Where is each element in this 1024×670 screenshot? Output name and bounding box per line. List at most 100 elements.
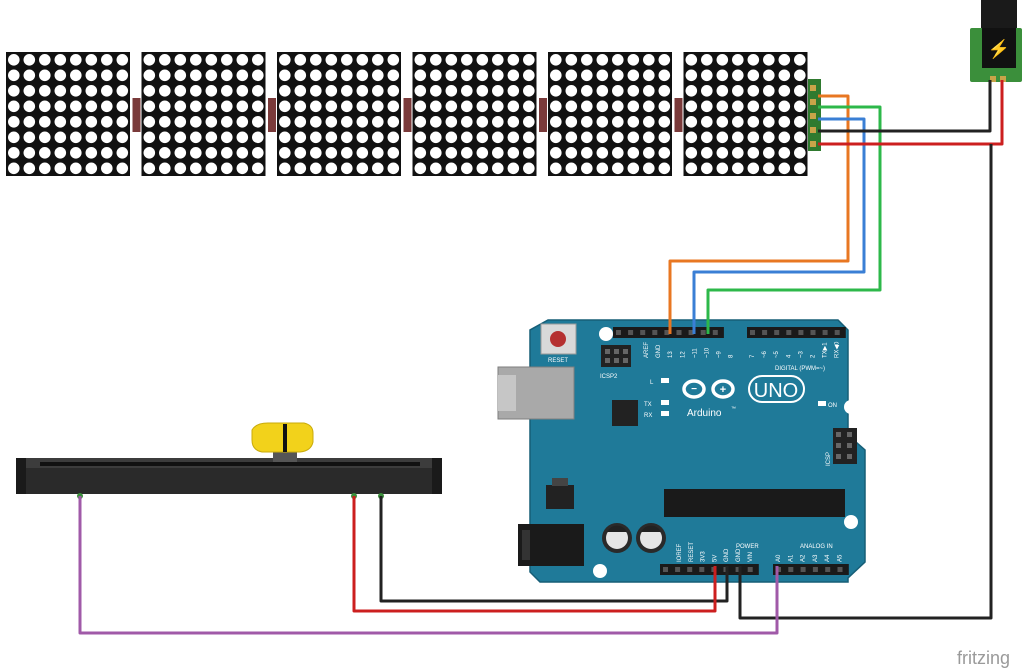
analog-label: ANALOG IN [800,544,833,550]
led-dot [387,116,400,128]
led-dot [8,100,20,113]
header-pin [834,330,840,335]
led-dot [550,147,562,159]
led-dot [716,69,729,82]
led-dot [596,147,609,159]
led-dot [523,162,535,175]
led-dot [143,162,156,175]
digital-pin-label: 2 [811,354,817,358]
led-dot [476,100,489,113]
led-dot [70,162,82,175]
led-dot [492,147,504,159]
led-dot [596,162,609,175]
header-pin [687,567,693,572]
led-matrix-2 [141,52,266,176]
led-dot [372,131,384,144]
led-dot [581,100,593,113]
led-dot [85,69,98,82]
led-dot [581,162,593,175]
led-dot [159,69,171,82]
led-dot [174,100,187,113]
led-dot [174,131,187,144]
led-dot [565,116,578,128]
led-dot [476,116,489,128]
led-dot [550,100,562,113]
led-dot [492,116,504,128]
led-dot [414,162,427,175]
svg-text:+: + [720,384,726,396]
led-dot [54,131,67,144]
led-dot [8,54,20,66]
header-pin [825,567,831,572]
digital-header-left [613,327,724,338]
header-pin [822,330,828,335]
led-dot [778,54,791,66]
led-dot [596,85,609,97]
header-pin [798,330,804,335]
matrix-connector [132,98,141,132]
capacitor-2 [636,523,666,553]
led-dot [658,162,671,175]
led-dot [251,100,264,113]
power-pin-label: RESET [689,542,695,562]
reset-button[interactable] [550,331,566,347]
led-dot [54,69,67,82]
led-dot [341,147,353,159]
led-dot [523,116,535,128]
led-dot [23,116,36,128]
header-pin [616,330,621,335]
led-dot [356,85,369,97]
matrix-connector [403,98,412,132]
slider-knob[interactable] [251,422,314,453]
led-dot [461,69,473,82]
led-dot [70,85,82,97]
led-dot [763,54,775,66]
led-dot [507,100,520,113]
led-l-label: L [650,380,654,386]
led-dot [356,69,369,82]
led-dot [596,131,609,144]
digital-pin-label: ~6 [762,350,768,358]
led-dot [70,147,82,159]
led-dot [325,116,338,128]
led-dot [716,116,729,128]
led-dot [356,147,369,159]
led-dot [23,85,36,97]
led-dot [523,69,535,82]
led-dot [612,69,624,82]
led-dot [190,54,202,66]
icsp2-label: ICSP2 [600,374,618,380]
led-dot [279,54,291,66]
led-dot [685,100,698,113]
header-pin [762,330,768,335]
led-dot [565,162,578,175]
led-dot [294,85,307,97]
led-dot [221,69,233,82]
led-dot [476,147,489,159]
led-dot [23,162,36,175]
header-pin [788,567,794,572]
led-dot [236,69,249,82]
digital-header-right [747,327,846,338]
led-dot [612,131,624,144]
led-dot [221,100,233,113]
led-dot [461,85,473,97]
led-dot [763,131,775,144]
led-dot [716,100,729,113]
led-dot [387,162,400,175]
led-dot [581,147,593,159]
led-dot [143,54,156,66]
led-dot [658,54,671,66]
led-dot [236,85,249,97]
led-dot [294,54,307,66]
header-pin [750,330,755,335]
digital-pin-label: 4 [786,354,792,358]
led-dot [581,116,593,128]
led-dot [54,162,67,175]
led-dot [701,116,713,128]
dc-power-jack: ⚡ [970,0,1022,82]
led-dot [747,131,760,144]
led-dot [747,116,760,128]
led-dot [747,54,760,66]
